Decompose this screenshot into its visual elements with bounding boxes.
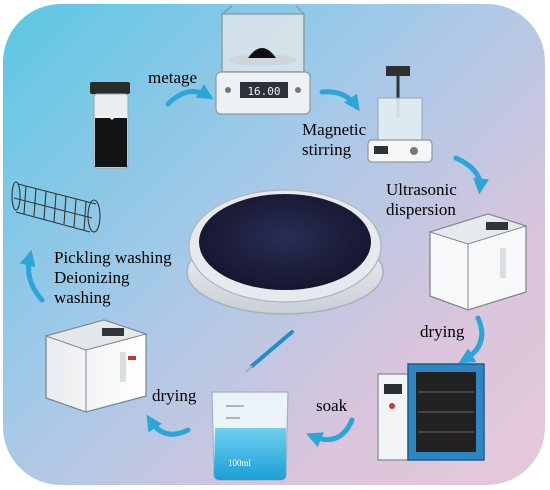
sample-vial-image [90,82,130,169]
label-drying-left: drying [152,386,197,405]
process-arrows [19,84,490,448]
carbon-nanotube-image [11,181,101,233]
analytical-balance-image: 16.00 [215,5,311,115]
arrow-beaker-to-dryer [146,414,191,437]
beaker-image [211,330,294,481]
beaker-volume-label: 100ml [228,458,252,468]
label-soak: soak [316,396,348,415]
arrow-dryer-to-nanotube [19,249,45,303]
label-ultrasonic-dispersion: Ultrasonic dispersion [386,180,457,219]
arrow-vial-to-balance [165,84,214,107]
label-metage: metage [148,68,198,87]
svg-text:16.00: 16.00 [247,85,280,98]
label-magnetic-stirring: Magnetic stirring [302,120,367,159]
label-washing: Pickling washing Deionizing washing [54,248,172,307]
arrow-balance-to-stirrer [319,89,360,112]
label-drying-right: drying [420,322,465,341]
arrow-ultrasonic-to-oven [458,315,485,364]
arrow-stirrer-to-ultrasonic [453,155,490,195]
ultrasonic-device-image [428,213,528,311]
carbon-powder-dish-image [186,189,384,315]
arrow-oven-to-beaker [306,417,355,448]
dryer-device-image [44,319,148,413]
magnetic-stirrer-image [367,66,433,163]
drying-oven-image [377,363,485,461]
